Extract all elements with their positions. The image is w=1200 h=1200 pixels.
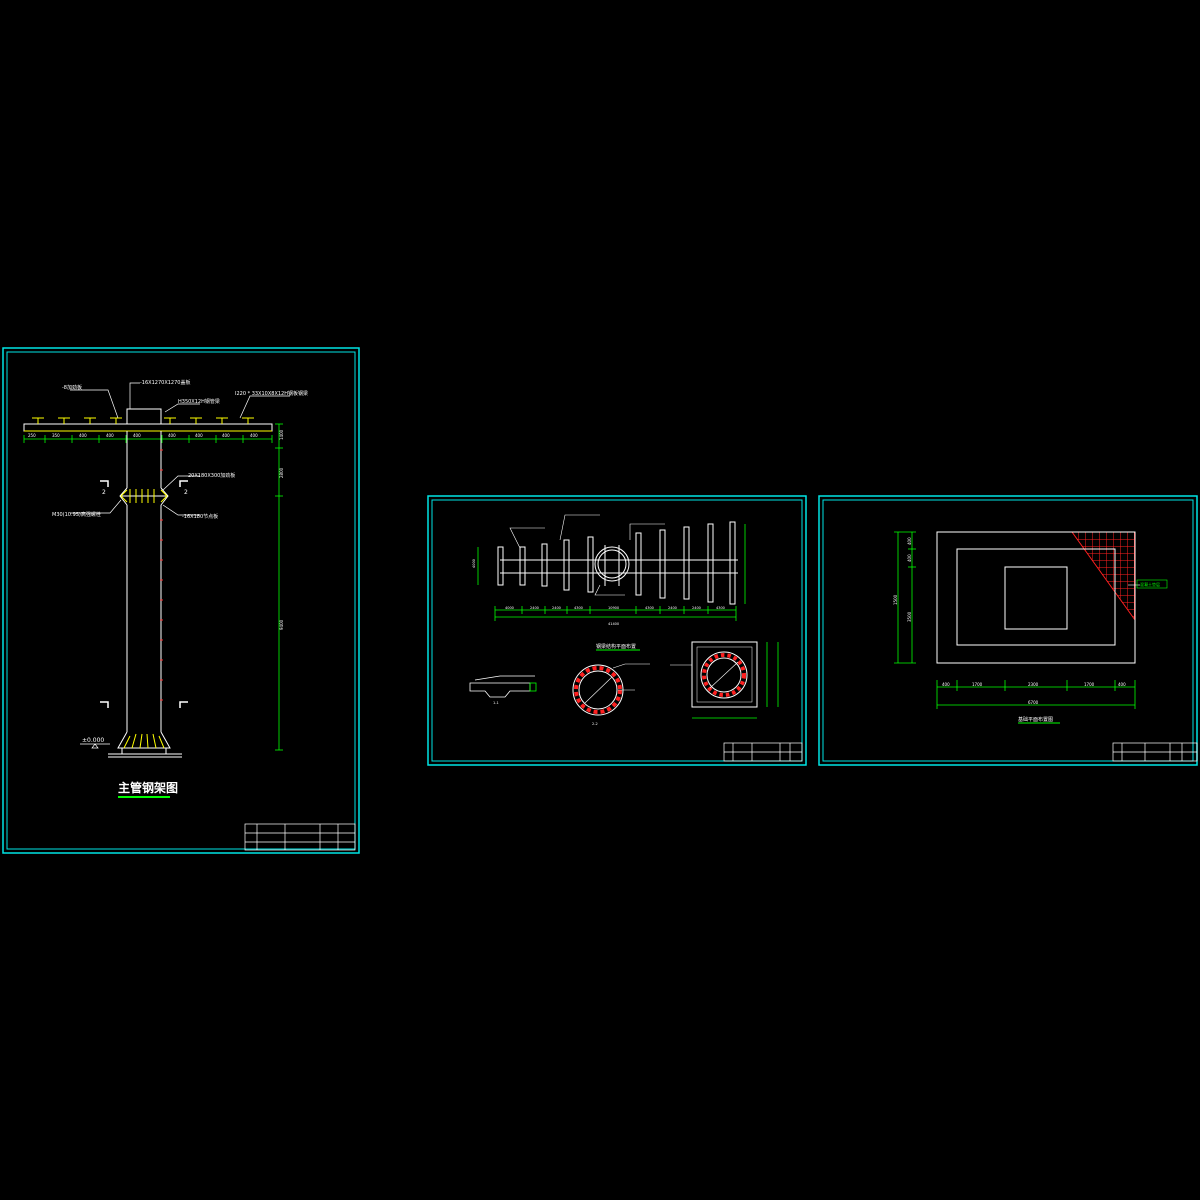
stiffener-plates [120, 489, 168, 749]
section-mark-left: 2 [102, 489, 106, 496]
s3-dim-left-2: 3500 [907, 611, 912, 622]
s3-dim-4: 400 [1118, 682, 1126, 687]
plan-dimension [477, 524, 746, 621]
elevation-mark: ±0.000 [82, 737, 104, 744]
dim-top-6: 400 [195, 433, 203, 438]
dim-right-1: 2800 [279, 467, 284, 478]
s3-dimensions [894, 531, 1136, 709]
sheet1-title: 主管钢架图 [118, 780, 178, 795]
s3-dim-total: 6700 [1028, 700, 1039, 705]
s3-dim-left-0: 400 [907, 537, 912, 545]
dim-top-7: 400 [222, 433, 230, 438]
dim-top-3: 400 [106, 433, 114, 438]
s2-leaders [509, 514, 665, 596]
dim-top-8: 400 [250, 433, 258, 438]
section-marks [100, 480, 188, 708]
label-steel-beam: I220 * 33X10X8X12H钢板钢梁 [235, 390, 308, 397]
right-dimension-line [275, 423, 283, 751]
sheet3-title: 基础平面布置图 [1018, 716, 1053, 723]
s2-dim-3: 4300 [574, 606, 583, 610]
sheet-2-frame: 4000 2400 2400 4300 10900 4300 2400 2400… [427, 495, 807, 766]
dim-top-4: 400 [133, 433, 141, 438]
dim-top-0: 250 [28, 433, 36, 438]
label-node-plate: -16X180节点板 [182, 513, 218, 520]
s3-dim-1: 1700 [972, 682, 983, 687]
s2-dim-7: 2400 [692, 606, 701, 610]
label-top-plate: -16X1270X1270盖板 [140, 379, 190, 386]
s2-dim-6: 2400 [668, 606, 677, 610]
s2-dim-4: 10900 [608, 606, 619, 610]
base-plate-detail [670, 641, 779, 719]
dim-top-5: 400 [168, 433, 176, 438]
sheet2-title: 钢梁结构平面布置 [596, 643, 636, 650]
label-bolt: M30(10.9S)高强螺栓 [52, 511, 101, 518]
sheet-3-frame: 混凝土垫层 400 1700 2300 1700 400 6700 400 [818, 495, 1198, 766]
hatch-label: 混凝土垫层 [1140, 581, 1160, 587]
beam-detail [469, 675, 537, 698]
sheet3-title-block [1112, 742, 1198, 762]
sheet2-title-block [723, 742, 803, 762]
s2-dim-side: 4000 [472, 559, 476, 568]
section-label-1: 1-1 [493, 701, 499, 705]
label-stiffener: 20X180X300加劲板 [188, 472, 235, 479]
section-label-2: 2-2 [592, 722, 598, 726]
sheet-1-main-frame: 250 350 400 400 400 400 400 400 400 [2, 347, 360, 854]
sheet1-title-block [244, 823, 356, 851]
main-column [108, 408, 182, 758]
column-tick-marks [160, 449, 163, 701]
s3-dim-left-1: 400 [907, 554, 912, 562]
leader-lines [70, 382, 290, 516]
s3-dim-0: 400 [942, 682, 950, 687]
s3-dim-3: 1700 [1084, 682, 1095, 687]
s2-dim-0: 4000 [505, 606, 514, 610]
dim-right-2: 9400 [279, 619, 284, 630]
top-steel-beam: 250 350 400 400 400 400 400 400 400 [23, 417, 273, 443]
label-hbeam: H350X12H钢管梁 [178, 398, 220, 405]
foundation-plan [936, 531, 1168, 664]
s2-dim-5: 4300 [645, 606, 654, 610]
dim-right-3: 1400 [279, 429, 284, 440]
s2-dim-2: 2400 [552, 606, 561, 610]
s2-dim-8: 4300 [716, 606, 725, 610]
beam-plan [497, 521, 738, 605]
s3-dim-left-3: 1500 [893, 594, 898, 605]
label-gusset: -8加劲板 [62, 384, 82, 391]
ring-section [572, 663, 650, 716]
dim-top-1: 350 [52, 433, 60, 438]
section-mark-right: 2 [184, 489, 188, 496]
s2-dim-total: 41400 [608, 622, 619, 626]
dim-top-2: 400 [79, 433, 87, 438]
s3-dim-2: 2300 [1028, 682, 1039, 687]
s2-dim-1: 2400 [530, 606, 539, 610]
